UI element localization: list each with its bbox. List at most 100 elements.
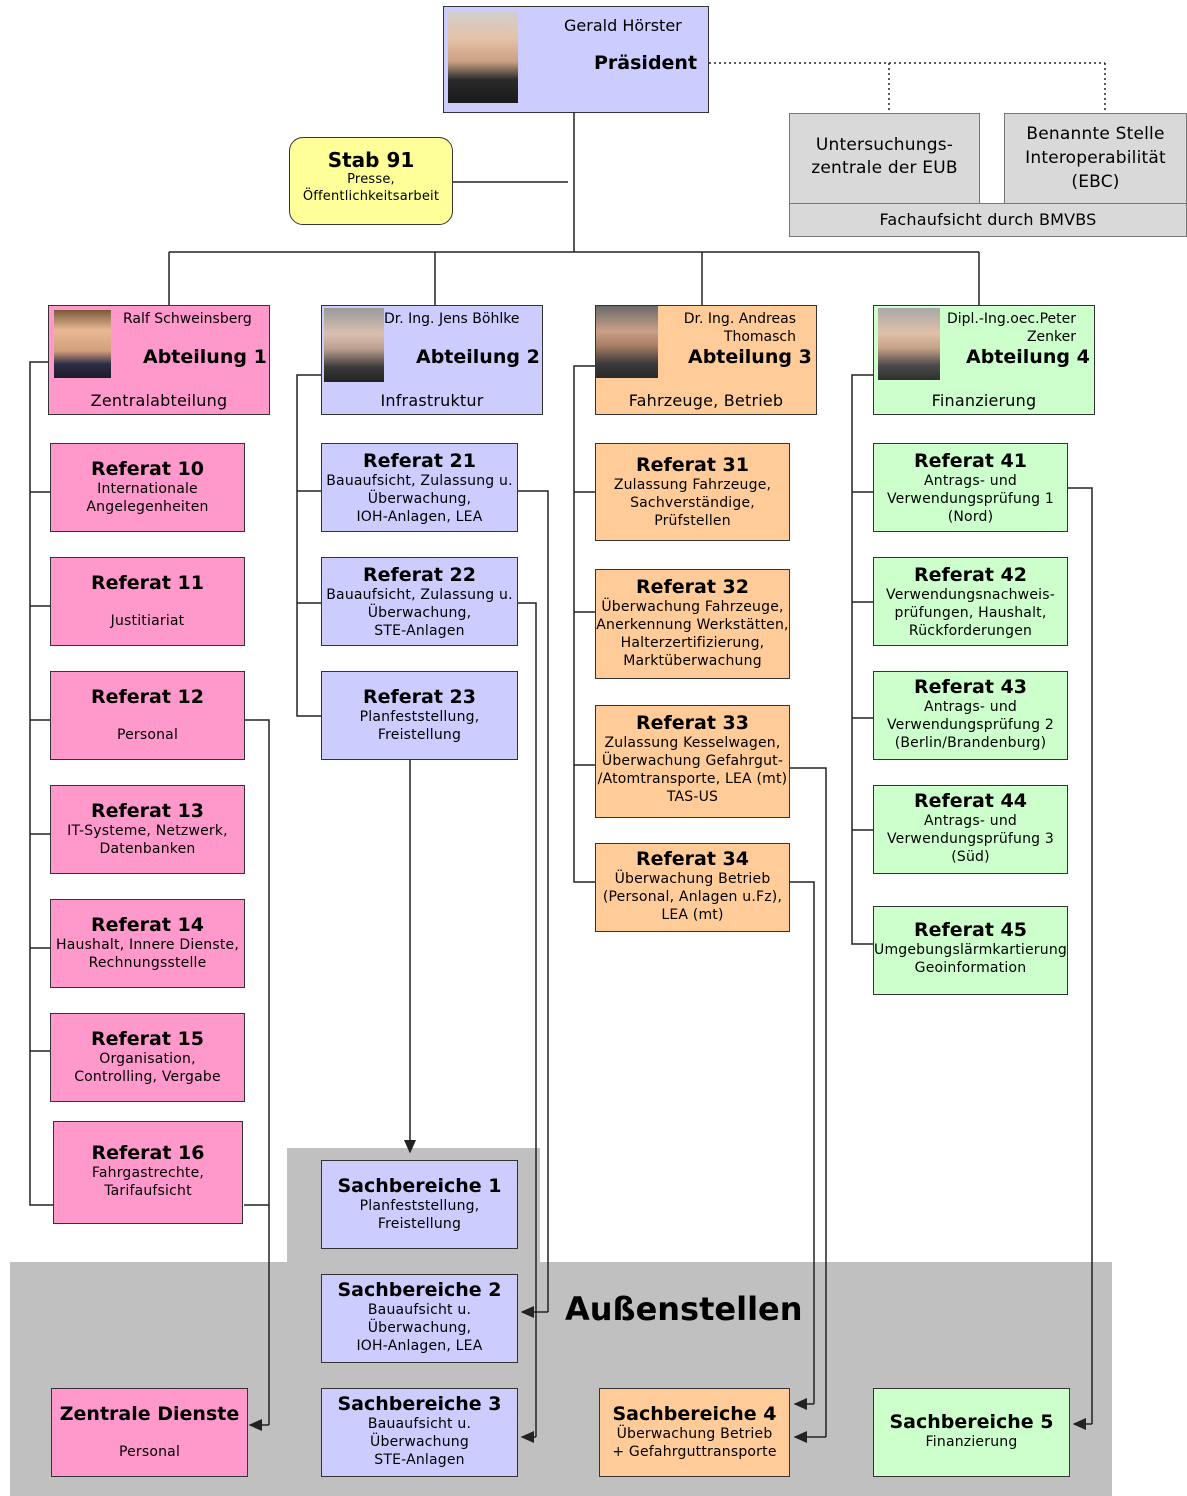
referat-41-box[interactable]: Referat 41 Antrags- und Verwendungsprüfu… [873, 443, 1068, 532]
department-2-head: Dr. Ing. Jens Böhlke [384, 311, 520, 327]
zentrale-dienste-box[interactable]: Zentrale Dienste Personal [51, 1388, 248, 1477]
ebc-box[interactable]: Benannte Stelle Interoperabilität (EBC) [1004, 113, 1187, 205]
staff-box[interactable]: Stab 91 Presse, Öffentlichkeitsarbeit [289, 137, 453, 225]
referat-12-box[interactable]: Referat 12 Personal [50, 671, 245, 760]
referat-32-box[interactable]: Referat 32 Überwachung Fahrzeuge, Anerke… [595, 569, 790, 679]
referat-16-line2: Tarifaufsicht [104, 1183, 192, 1199]
referat-10-box[interactable]: Referat 10 Internationale Angelegenheite… [50, 443, 245, 532]
referat-44-line2: Verwendungsprüfung 3 [886, 831, 1055, 847]
referat-41-line2: Verwendungsprüfung 1 [886, 491, 1055, 507]
referat-43-line2: Verwendungsprüfung 2 [886, 717, 1055, 733]
referat-21-box[interactable]: Referat 21 Bauaufsicht, Zulassung u. Übe… [321, 443, 518, 532]
referat-23-line2: Freistellung [377, 727, 462, 743]
department-4-photo [878, 308, 940, 380]
referat-11-title: Referat 11 [91, 572, 204, 594]
referat-22-line2: Überwachung, [367, 605, 472, 621]
referat-33-line1: Zulassung Kesselwagen, [604, 735, 781, 751]
referat-33-line3: /Atomtransporte, LEA (mt) [597, 771, 788, 787]
referat-43-line1: Antrags- und [924, 699, 1017, 715]
referat-14-box[interactable]: Referat 14 Haushalt, Innere Dienste, Rec… [50, 899, 245, 988]
referat-42-line2: prüfungen, Haushalt, [894, 605, 1047, 621]
department-1-title: Abteilung 1 [143, 346, 267, 368]
referat-12-line1: Personal [116, 727, 179, 743]
referat-32-title: Referat 32 [636, 576, 749, 598]
department-3-box[interactable]: Dr. Ing. Andreas Thomasch Abteilung 3 Fa… [595, 305, 817, 415]
department-2-title: Abteilung 2 [416, 346, 540, 368]
department-4-box[interactable]: Dipl.-Ing.oec.Peter Zenker Abteilung 4 F… [873, 305, 1095, 415]
referat-23-title: Referat 23 [363, 686, 476, 708]
department-1-box[interactable]: Ralf Schweinsberg Abteilung 1 Zentralabt… [48, 305, 270, 415]
referat-15-title: Referat 15 [91, 1028, 204, 1050]
referat-44-line1: Antrags- und [924, 813, 1017, 829]
department-4-head-line1: Dipl.-Ing.oec.Peter [946, 311, 1076, 327]
referat-34-line3: LEA (mt) [661, 907, 724, 923]
department-2-subtitle: Infrastruktur [380, 391, 484, 410]
sachbereiche-5-box[interactable]: Sachbereiche 5 Finanzierung [873, 1388, 1070, 1477]
sachbereiche-2-line3: IOH-Anlagen, LEA [356, 1338, 483, 1354]
referat-41-line3: (Nord) [947, 509, 994, 525]
referat-21-line2: Überwachung, [367, 491, 472, 507]
referat-42-title: Referat 42 [914, 564, 1027, 586]
referat-22-line3: STE-Anlagen [374, 623, 465, 639]
sachbereiche-2-line2: Überwachung, [367, 1320, 472, 1336]
referat-31-title: Referat 31 [636, 454, 749, 476]
sachbereiche-4-box[interactable]: Sachbereiche 4 Überwachung Betrieb + Gef… [599, 1388, 790, 1477]
sachbereiche-3-line3: STE-Anlagen [374, 1452, 465, 1468]
supervision-box[interactable]: Fachaufsicht durch BMVBS [789, 203, 1187, 237]
referat-32-line4: Marktüberwachung [623, 653, 762, 669]
president-box[interactable]: Gerald Hörster Präsident [443, 6, 709, 113]
eub-line2: zentrale der EUB [811, 158, 958, 178]
referat-16-line1: Fahrgastrechte, [91, 1165, 205, 1181]
sachbereiche-2-box[interactable]: Sachbereiche 2 Bauaufsicht u. Überwachun… [321, 1274, 518, 1363]
referat-10-title: Referat 10 [91, 458, 204, 480]
eub-box[interactable]: Untersuchungs- zentrale der EUB [789, 113, 980, 205]
referat-34-box[interactable]: Referat 34 Überwachung Betrieb (Personal… [595, 843, 790, 932]
outposts-label: Außenstellen [565, 1290, 803, 1328]
referat-10-line2: Angelegenheiten [86, 499, 209, 515]
referat-21-line3: IOH-Anlagen, LEA [356, 509, 483, 525]
referat-16-box[interactable]: Referat 16 Fahrgastrechte, Tarifaufsicht [53, 1121, 243, 1224]
ebc-line1: Benannte Stelle [1026, 124, 1165, 144]
referat-44-box[interactable]: Referat 44 Antrags- und Verwendungsprüfu… [873, 785, 1068, 874]
referat-45-line1: Umgebungslärmkartierung [874, 942, 1067, 958]
department-2-box[interactable]: Dr. Ing. Jens Böhlke Abteilung 2 Infrast… [321, 305, 543, 415]
zentrale-dienste-line1: Personal [118, 1444, 181, 1460]
sachbereiche-2-title: Sachbereiche 2 [337, 1279, 502, 1301]
sachbereiche-4-line2: + Gefahrguttransporte [612, 1444, 777, 1460]
referat-41-title: Referat 41 [914, 450, 1027, 472]
referat-13-box[interactable]: Referat 13 IT-Systeme, Netzwerk, Datenba… [50, 785, 245, 874]
president-name: Gerald Hörster [564, 16, 682, 35]
referat-11-box[interactable]: Referat 11 Justitiariat [50, 557, 245, 646]
referat-44-title: Referat 44 [914, 790, 1027, 812]
president-title: Präsident [594, 52, 698, 74]
referat-43-title: Referat 43 [914, 676, 1027, 698]
department-4-title: Abteilung 4 [966, 346, 1090, 368]
referat-41-line1: Antrags- und [924, 473, 1017, 489]
referat-23-box[interactable]: Referat 23 Planfeststellung, Freistellun… [321, 671, 518, 760]
referat-45-box[interactable]: Referat 45 Umgebungslärmkartierung Geoin… [873, 906, 1068, 995]
sachbereiche-1-box[interactable]: Sachbereiche 1 Planfeststellung, Freiste… [321, 1160, 518, 1249]
staff-line1: Presse, [347, 172, 395, 187]
referat-13-line1: IT-Systeme, Netzwerk, [67, 823, 228, 839]
eub-line1: Untersuchungs- [815, 135, 954, 155]
referat-31-line3: Prüfstellen [654, 513, 731, 529]
sachbereiche-3-box[interactable]: Sachbereiche 3 Bauaufsicht u. Überwachun… [321, 1388, 518, 1477]
referat-45-line2: Geoinformation [914, 960, 1027, 976]
referat-13-line2: Datenbanken [99, 841, 196, 857]
referat-22-title: Referat 22 [363, 564, 476, 586]
referat-33-box[interactable]: Referat 33 Zulassung Kesselwagen, Überwa… [595, 705, 790, 818]
referat-15-box[interactable]: Referat 15 Organisation, Controlling, Ve… [50, 1013, 245, 1102]
department-1-photo [54, 310, 111, 378]
staff-line2: Öffentlichkeitsarbeit [302, 189, 440, 204]
zentrale-dienste-title: Zentrale Dienste [59, 1403, 240, 1425]
department-3-head-line2: Thomasch [723, 329, 796, 345]
sachbereiche-5-title: Sachbereiche 5 [889, 1411, 1054, 1433]
department-1-head: Ralf Schweinsberg [123, 311, 252, 327]
referat-22-box[interactable]: Referat 22 Bauaufsicht, Zulassung u. Übe… [321, 557, 518, 646]
referat-21-line1: Bauaufsicht, Zulassung u. [326, 473, 513, 489]
referat-43-box[interactable]: Referat 43 Antrags- und Verwendungsprüfu… [873, 671, 1068, 760]
ebc-line2: Interoperabilität [1025, 148, 1166, 168]
referat-31-line2: Sachverständige, [630, 495, 755, 511]
referat-31-box[interactable]: Referat 31 Zulassung Fahrzeuge, Sachvers… [595, 443, 790, 541]
referat-42-box[interactable]: Referat 42 Verwendungsnachweis- prüfunge… [873, 557, 1068, 646]
